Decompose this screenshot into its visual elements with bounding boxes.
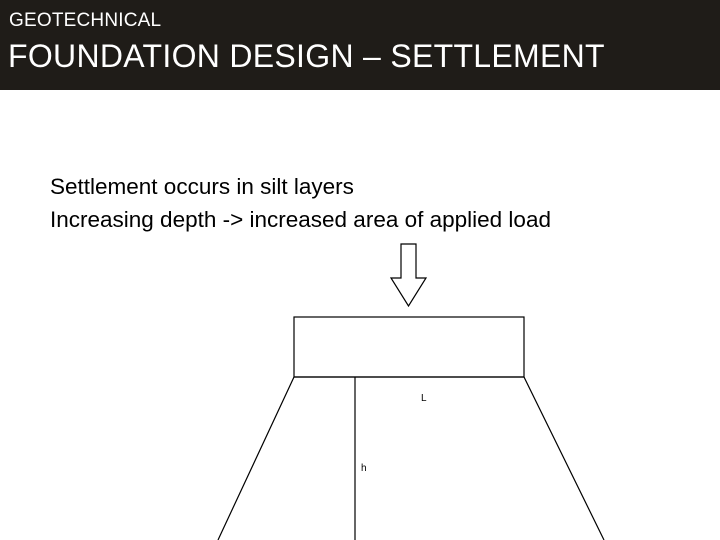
load-arrow: [389, 243, 428, 308]
section-label: GEOTECHNICAL: [9, 10, 162, 31]
body-line: Increasing depth -> increased area of ap…: [50, 207, 551, 232]
body-line: Settlement occurs in silt layers: [50, 174, 354, 199]
slide-title: FOUNDATION DESIGN – SETTLEMENT: [8, 38, 605, 74]
width-label: L: [421, 393, 427, 404]
depth-label: h: [361, 463, 367, 474]
footing: [293, 316, 525, 378]
body-text: Settlement occurs in silt layers Increas…: [50, 170, 551, 236]
header-band: GEOTECHNICAL FOUNDATION DESIGN – SETTLEM…: [0, 0, 720, 90]
load-spread-zone: [217, 376, 605, 540]
